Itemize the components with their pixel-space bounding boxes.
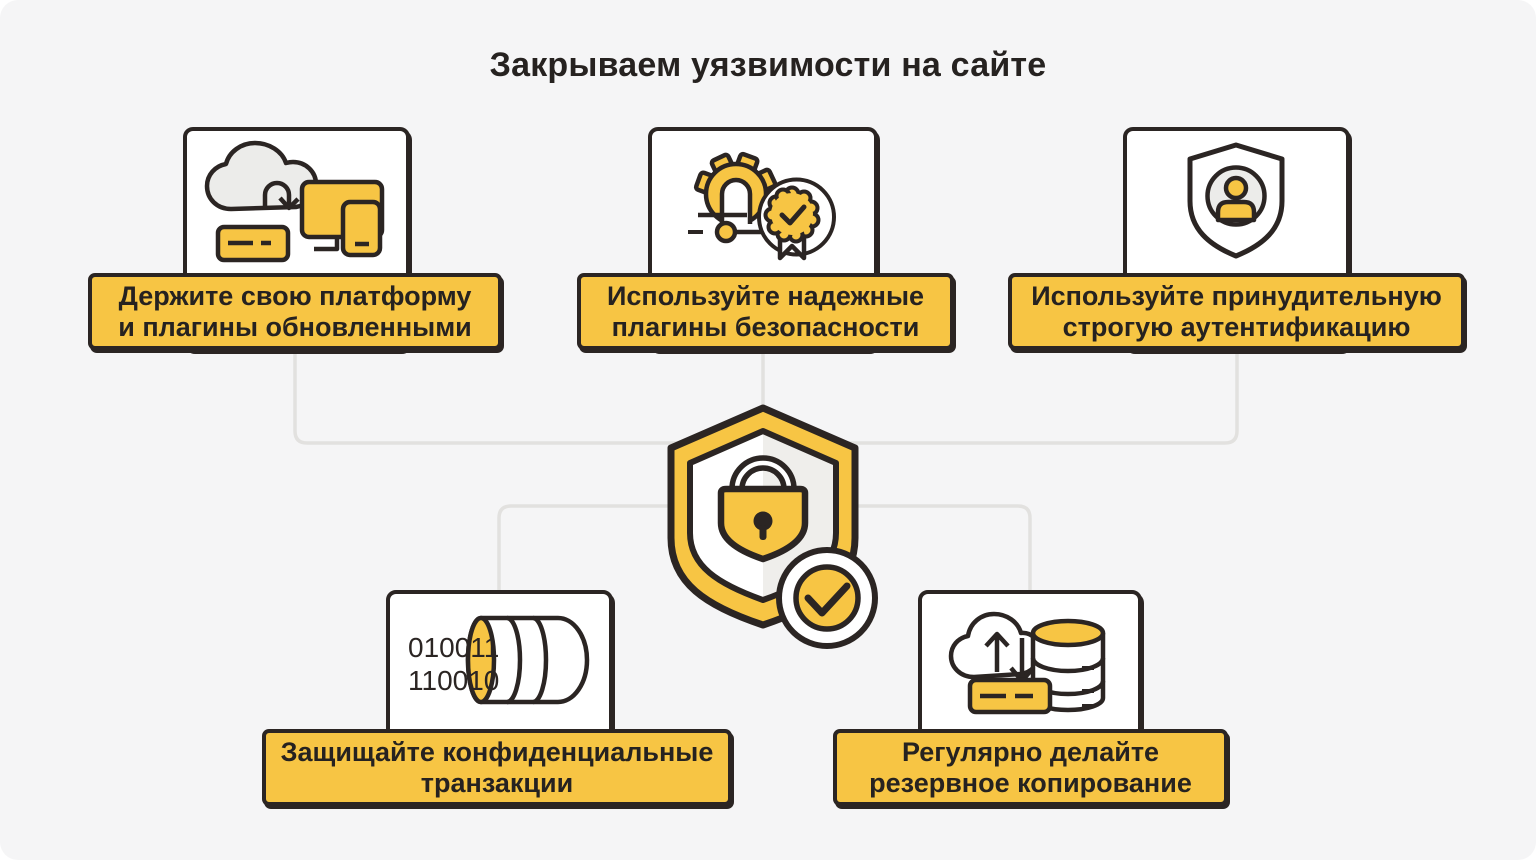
cloud-backup-database-icon [948,611,1106,715]
shield-lock-check-icon [667,404,878,649]
binary-text-row2: 110010 [408,665,499,696]
connector-card5-shield [838,504,1032,593]
card-protect-transactions-label: Защищайте конфиденциальные транзакции [262,729,732,806]
label-line: транзакции [420,767,574,798]
label-line: строгую аутентификацию [1062,311,1411,342]
label-line: и плагины обновленными [118,311,472,342]
cloud-update-devices-icon [204,140,385,263]
card-update-platform-label: Держите свою платформу и плагины обновле… [88,273,502,350]
binary-data-cylinder-icon: 010011 110010 [408,615,590,705]
label-line: Используйте принудительную [1031,280,1442,311]
connector-card3-shield [843,349,1239,445]
card-security-plugins-label: Используйте надежные плагины безопасност… [577,273,954,350]
card-regular-backup-label: Регулярно делайте резервное копирование [833,729,1228,806]
gear-certificate-icon [680,151,836,261]
connector-card4-shield [497,504,702,593]
label-line: плагины безопасности [611,311,920,342]
binary-text-row1: 010011 [408,632,499,663]
shield-user-icon [1187,142,1285,259]
card-strong-authentication-label: Используйте принудительную строгую аутен… [1008,273,1465,350]
label-line: Держите свою платформу [118,280,472,311]
label-line: Используйте надежные [606,280,925,311]
page-title: Закрываем уязвимости на сайте [489,46,1047,84]
label-line: Регулярно делайте [901,736,1160,767]
connector-card1-shield [293,349,692,445]
label-line: резервное копирование [869,767,1192,798]
label-line: Защищайте конфиденциальные [280,736,714,767]
